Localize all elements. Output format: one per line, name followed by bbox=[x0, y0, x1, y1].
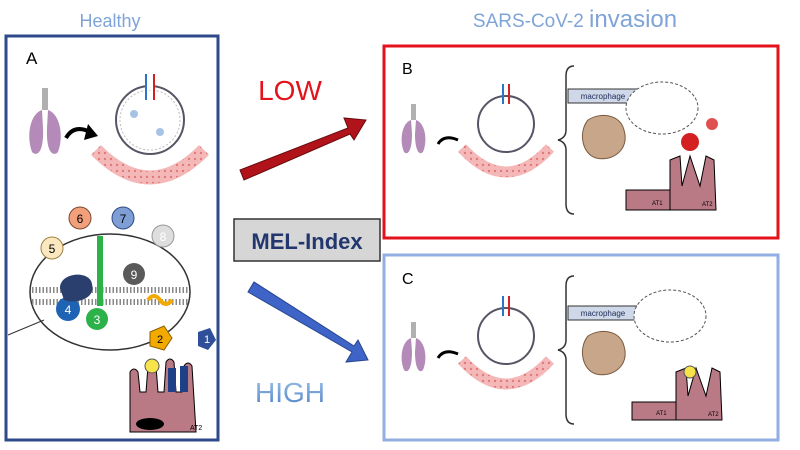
panel-b-arrow-icon bbox=[436, 136, 459, 145]
receptor-9-number: 9 bbox=[131, 268, 138, 282]
panel-b-frame bbox=[382, 44, 780, 240]
receptor-2-number: 2 bbox=[157, 334, 163, 346]
panel-c-macrophage-icon bbox=[581, 330, 626, 376]
receptor-8-number: 8 bbox=[160, 230, 167, 244]
panel-c-macrophage-label: macrophage bbox=[581, 309, 626, 318]
panel-c-arrow-icon bbox=[436, 350, 459, 359]
panel-c-zoom bbox=[633, 289, 707, 343]
receptor-1: 1 bbox=[198, 328, 216, 350]
low-arrow bbox=[239, 117, 367, 181]
panel-b-macrophage-label: macrophage bbox=[581, 92, 626, 101]
low-label: LOW bbox=[258, 75, 322, 106]
invasion-title: SARS-CoV-2 invasion bbox=[473, 6, 677, 33]
panel-c-lungs-icon bbox=[401, 322, 426, 372]
at2-label: AT2 bbox=[190, 425, 202, 432]
receptor-5: 5 bbox=[40, 236, 64, 260]
mel-index-box: MEL-Index bbox=[233, 218, 381, 262]
receptor-7: 7 bbox=[111, 206, 135, 230]
blue-receptor-pair-icon bbox=[168, 366, 188, 392]
panel-b-label: B bbox=[402, 61, 413, 78]
receptor-3-number: 3 bbox=[94, 313, 101, 327]
receptor-6-number: 6 bbox=[77, 212, 84, 226]
alveolus-icon bbox=[91, 72, 209, 185]
panel-a-label: A bbox=[26, 49, 38, 68]
panel-c-alveolus-icon bbox=[457, 296, 555, 390]
receptor-4-number: 4 bbox=[65, 303, 72, 317]
panel-b-at2-label: AT2 bbox=[702, 202, 713, 208]
panel-c-at1-label: AT1 bbox=[656, 411, 667, 417]
panel-c-cells: AT1 AT2 bbox=[631, 365, 723, 421]
high-arrow bbox=[247, 281, 369, 363]
panel-c-bracket bbox=[557, 275, 575, 425]
receptor-7-number: 7 bbox=[120, 212, 127, 226]
mel-index-label: MEL-Index bbox=[251, 229, 363, 254]
invasion-title-prefix: SARS-CoV-2 bbox=[473, 11, 589, 32]
panel-c-at2-label: AT2 bbox=[708, 412, 719, 418]
panel-b-at1-label: AT1 bbox=[652, 201, 663, 207]
receptor-2: 2 bbox=[149, 325, 173, 351]
at2-cell: AT2 bbox=[129, 358, 202, 433]
receptor-4: 4 bbox=[56, 297, 80, 321]
receptor-1-number: 1 bbox=[204, 334, 210, 346]
panel-b-macrophage-icon bbox=[581, 114, 626, 160]
panel-b-bracket bbox=[557, 65, 575, 215]
panel-c-label: C bbox=[402, 271, 414, 288]
receptor-3: 3 bbox=[86, 236, 108, 330]
panel-b-cells: AT1 AT2 bbox=[625, 154, 717, 211]
panel-b-virus-icon bbox=[681, 118, 718, 151]
receptor-5-number: 5 bbox=[49, 242, 56, 256]
panel-b-alveolus-icon bbox=[457, 84, 555, 178]
receptor-9: 9 bbox=[123, 263, 145, 285]
healthy-title: Healthy bbox=[79, 11, 140, 31]
lungs-icon bbox=[29, 88, 61, 154]
panel-b-lungs-icon bbox=[401, 104, 426, 154]
high-label: HIGH bbox=[255, 377, 325, 408]
panel-b-zoom bbox=[625, 81, 699, 135]
yellow-ligand-icon bbox=[144, 358, 160, 374]
invasion-title-emph: invasion bbox=[589, 6, 677, 33]
arrowhead-icon bbox=[84, 124, 98, 140]
ligand-squiggle-icon bbox=[146, 294, 174, 306]
receptor-blob-icon bbox=[60, 274, 93, 302]
receptor-6: 6 bbox=[68, 206, 92, 230]
panel-c-macrophage-tag: macrophage bbox=[567, 305, 639, 321]
receptor-8: 8 bbox=[151, 224, 175, 248]
